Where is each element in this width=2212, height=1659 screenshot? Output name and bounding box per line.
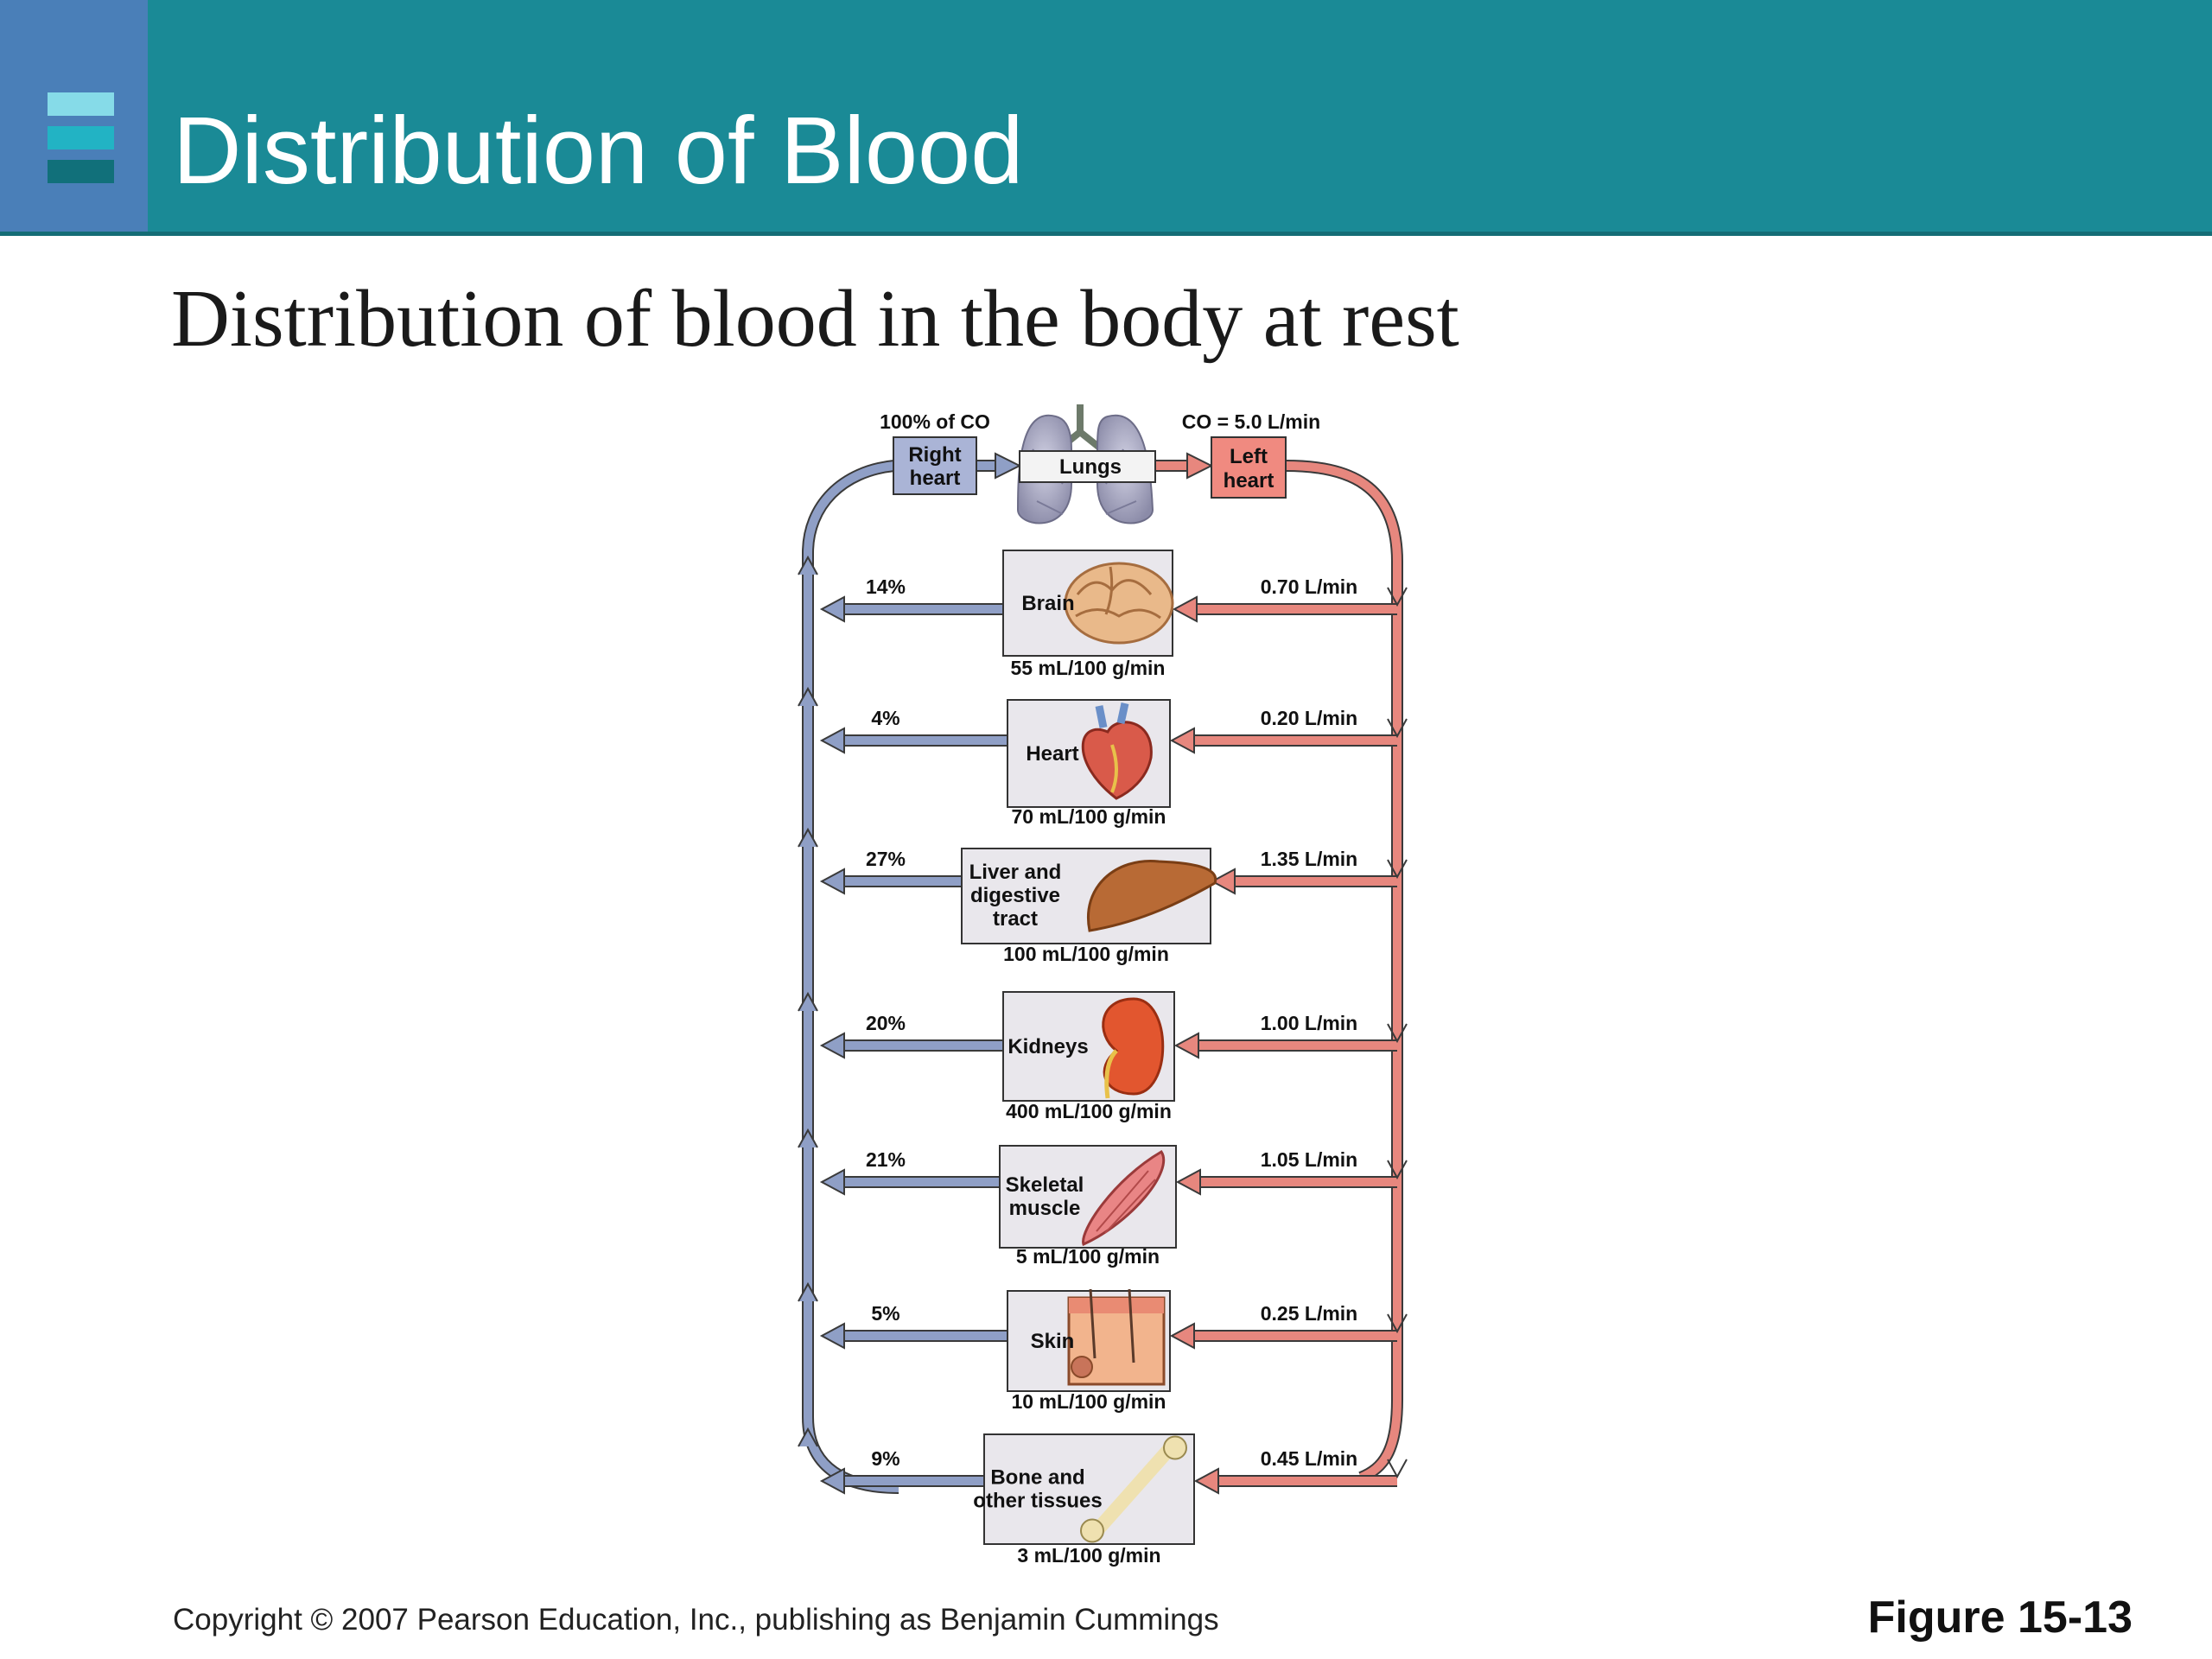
right-heart-label-2: heart bbox=[910, 467, 961, 490]
left-heart-label-2: heart bbox=[1224, 469, 1274, 493]
slide-title: Distribution of Blood bbox=[173, 98, 1024, 204]
brain-icon bbox=[1064, 562, 1174, 645]
liver-icon bbox=[1087, 860, 1217, 932]
arterial-arrowhead bbox=[1175, 1168, 1201, 1196]
organ-row: Kidneys 20% 1.00 L/min 400 mL/100 g/min bbox=[798, 991, 1408, 1122]
arterial-flow-chevron bbox=[1387, 587, 1408, 607]
flow-rate: 0.20 L/min bbox=[1261, 707, 1357, 729]
kidney-icon bbox=[1102, 997, 1165, 1099]
organ-name: Kidneys bbox=[1007, 1035, 1088, 1058]
flow-arrow-to-lungs bbox=[995, 452, 1022, 480]
flow-rate: 1.05 L/min bbox=[1261, 1148, 1357, 1171]
muscle-icon bbox=[1082, 1149, 1166, 1247]
heart-icon bbox=[1081, 702, 1153, 800]
percent-of-co: 14% bbox=[866, 575, 906, 598]
venous-arrowhead bbox=[819, 727, 845, 754]
venous-arrowhead bbox=[819, 1168, 845, 1196]
perfusion-rate: 3 mL/100 g/min bbox=[1017, 1544, 1160, 1567]
flow-rate: 0.70 L/min bbox=[1261, 575, 1357, 598]
right-heart-box: Right heart bbox=[893, 436, 977, 495]
perfusion-rate: 70 mL/100 g/min bbox=[1012, 805, 1166, 828]
organ-name: digestive bbox=[970, 884, 1060, 907]
arterial-arrowhead bbox=[1169, 1322, 1195, 1350]
venous-flow-chevron bbox=[798, 1128, 818, 1148]
venous-flow-chevron bbox=[798, 827, 818, 848]
header-side-panel bbox=[0, 0, 148, 232]
slide-header: Distribution of Blood bbox=[0, 0, 2212, 236]
percent-of-co: 21% bbox=[866, 1148, 906, 1171]
percent-of-co: 27% bbox=[866, 848, 906, 870]
flow-rate: 1.00 L/min bbox=[1261, 1012, 1357, 1034]
organ-name: Skeletal bbox=[1006, 1173, 1084, 1197]
organ-row: Heart 4% 0.20 L/min 70 mL/100 g/min bbox=[798, 686, 1408, 828]
perfusion-rate: 10 mL/100 g/min bbox=[1012, 1390, 1166, 1413]
arterial-arrowhead bbox=[1210, 868, 1236, 895]
co-value-label: CO = 5.0 L/min bbox=[1182, 410, 1320, 433]
arterial-flow-chevron bbox=[1387, 1459, 1408, 1479]
figure-label: Figure 15-13 bbox=[1867, 1592, 2133, 1643]
percent-of-co: 9% bbox=[871, 1447, 899, 1470]
arterial-flow-chevron bbox=[1387, 1160, 1408, 1180]
arterial-arrowhead bbox=[1173, 1032, 1199, 1059]
venous-flow-chevron bbox=[798, 1427, 818, 1447]
perfusion-rate: 100 mL/100 g/min bbox=[1003, 943, 1169, 965]
perfusion-rate: 400 mL/100 g/min bbox=[1006, 1100, 1172, 1122]
percent-of-co: 20% bbox=[866, 1012, 906, 1034]
perfusion-rate: 5 mL/100 g/min bbox=[1016, 1245, 1160, 1268]
arterial-arrowhead bbox=[1193, 1467, 1219, 1495]
copyright-text: Copyright © 2007 Pearson Education, Inc.… bbox=[173, 1603, 1219, 1637]
header-bar-bottom bbox=[48, 160, 114, 183]
organ-row: Brain 14% 0.70 L/min 55 mL/100 g/min bbox=[798, 550, 1408, 679]
venous-arrowhead bbox=[819, 595, 845, 623]
right-heart-label-1: Right bbox=[908, 443, 961, 467]
venous-flow-chevron bbox=[798, 991, 818, 1012]
venous-arrowhead bbox=[819, 868, 845, 895]
slide-subtitle: Distribution of blood in the body at res… bbox=[171, 274, 1459, 364]
flow-rate: 0.45 L/min bbox=[1261, 1447, 1357, 1470]
co-percent-label: 100% of CO bbox=[880, 410, 990, 433]
arterial-arrowhead bbox=[1172, 595, 1198, 623]
venous-flow-chevron bbox=[798, 686, 818, 707]
flow-rate: 0.25 L/min bbox=[1261, 1302, 1357, 1325]
organ-name: Brain bbox=[1021, 592, 1074, 615]
arterial-flow-chevron bbox=[1387, 859, 1408, 880]
arterial-flow-chevron bbox=[1387, 1313, 1408, 1334]
venous-arrowhead bbox=[819, 1467, 845, 1495]
skin-icon bbox=[1067, 1288, 1166, 1386]
perfusion-rate: 55 mL/100 g/min bbox=[1011, 657, 1166, 679]
percent-of-co: 5% bbox=[871, 1302, 899, 1325]
venous-arrowhead bbox=[819, 1032, 845, 1059]
organ-name: Liver and bbox=[969, 861, 1062, 884]
bone-icon bbox=[1080, 1435, 1187, 1543]
venous-arrowhead bbox=[819, 1322, 845, 1350]
lungs-label: Lungs bbox=[1059, 455, 1122, 479]
header-bar-middle bbox=[48, 126, 114, 149]
lungs-box: Lungs bbox=[1019, 450, 1156, 483]
flow-rate: 1.35 L/min bbox=[1261, 848, 1357, 870]
organ-name: Skin bbox=[1031, 1330, 1075, 1353]
organ-row: Skin 5% 0.25 L/min 10 mL/100 g/min bbox=[798, 1281, 1408, 1413]
flow-arrow-to-left-heart bbox=[1186, 452, 1214, 480]
arterial-flow-chevron bbox=[1387, 718, 1408, 739]
arterial-flow-chevron bbox=[1387, 1023, 1408, 1044]
left-heart-label-1: Left bbox=[1230, 445, 1268, 468]
organ-name: Heart bbox=[1026, 742, 1078, 766]
organ-name: other tissues bbox=[973, 1490, 1102, 1513]
arterial-trunk bbox=[1285, 461, 1402, 1482]
left-heart-box: Left heart bbox=[1211, 436, 1287, 499]
organ-name: Bone and bbox=[990, 1466, 1084, 1490]
venous-flow-chevron bbox=[798, 1281, 818, 1302]
header-bar-top bbox=[48, 92, 114, 116]
venous-flow-chevron bbox=[798, 555, 818, 575]
percent-of-co: 4% bbox=[871, 707, 899, 729]
organ-name: tract bbox=[993, 907, 1038, 931]
organ-name: muscle bbox=[1009, 1197, 1081, 1220]
arterial-arrowhead bbox=[1169, 727, 1195, 754]
